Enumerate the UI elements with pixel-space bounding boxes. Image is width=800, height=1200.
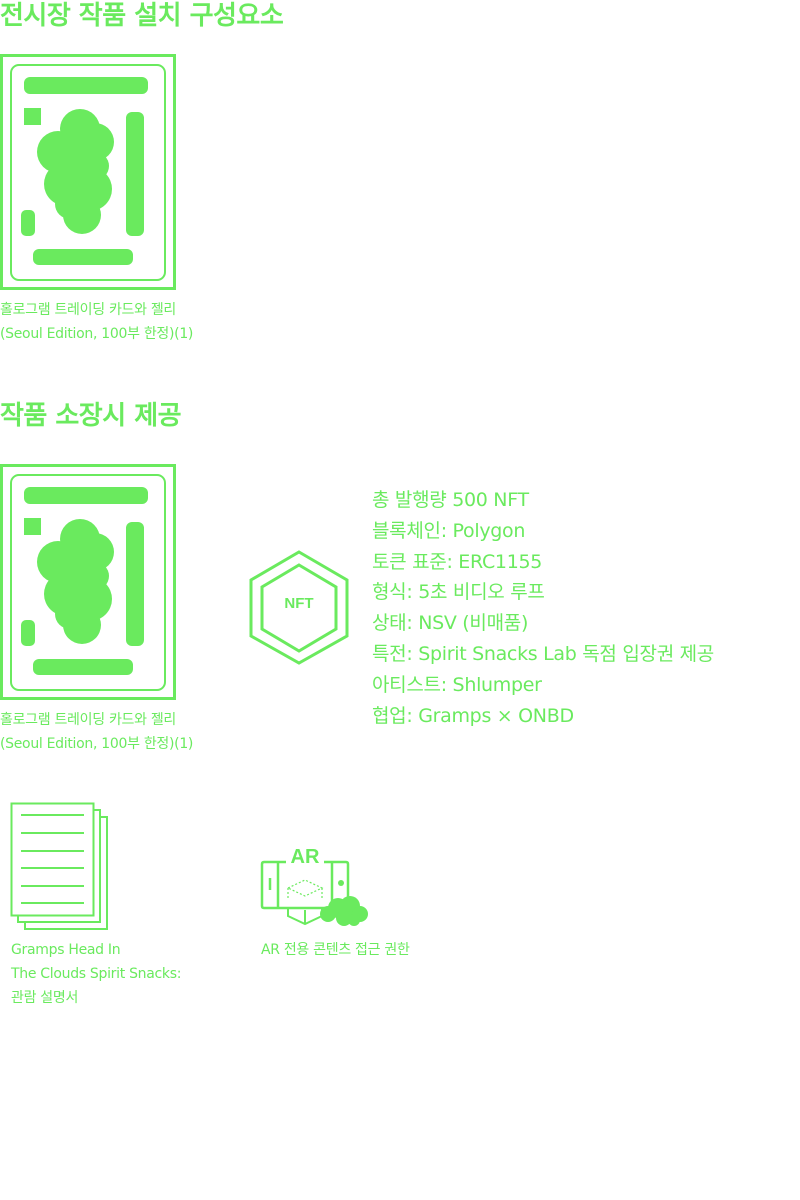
spec-status: 상태: NSV (비매품) [372, 612, 529, 635]
card-caption-installation: 홀로그램 트레이딩 카드와 젤리 (Seoul Edition, 100부 한정… [0, 298, 193, 346]
spec-benefit: 특전: Spirit Snacks Lab 독점 입장권 제공 [372, 642, 714, 665]
spec-artist: 아티스트: Shlumper [372, 673, 542, 696]
spec-collaboration: 협업: Gramps × ONBD [372, 704, 574, 727]
nft-specs-list: 총 발행량 500 NFT 블록체인: Polygon 토큰 표준: ERC11… [372, 485, 714, 731]
card-caption-line1: 홀로그램 트레이딩 카드와 젤리 [0, 302, 176, 318]
ar-phone-icon: AR [258, 846, 370, 928]
nft-badge-label: NFT [284, 595, 314, 612]
section-title-ownership: 작품 소장시 제공 [0, 401, 182, 431]
document-caption-line3: 관람 설명서 [11, 990, 79, 1006]
spec-total-supply: 총 발행량 500 NFT [372, 489, 529, 511]
document-caption-line1: Gramps Head In [11, 942, 121, 958]
stacked-documents-icon [10, 802, 110, 932]
document-caption-line2: The Clouds Spirit Snacks: [11, 966, 182, 982]
card-caption-line2: (Seoul Edition, 100부 한정)(1) [0, 326, 194, 342]
spec-blockchain: 블록체인: Polygon [372, 519, 526, 542]
document-caption: Gramps Head In The Clouds Spirit Snacks:… [11, 938, 181, 1010]
ar-icon-label: AR [290, 846, 320, 868]
spec-token-standard: 토큰 표준: ERC1155 [372, 550, 543, 573]
hologram-trading-card-icon [0, 54, 178, 292]
nft-hexagon-icon: NFT [248, 550, 350, 665]
hologram-trading-card-icon [0, 464, 178, 702]
section-title-installation: 전시장 작품 설치 구성요소 [0, 1, 284, 31]
card-caption-line2: (Seoul Edition, 100부 한정)(1) [0, 736, 194, 752]
card-caption-ownership: 홀로그램 트레이딩 카드와 젤리 (Seoul Edition, 100부 한정… [0, 708, 193, 756]
card-caption-line1: 홀로그램 트레이딩 카드와 젤리 [0, 712, 176, 728]
spec-format: 형식: 5초 비디오 루프 [372, 581, 545, 604]
ar-caption: AR 전용 콘텐츠 접근 권한 [261, 942, 410, 958]
